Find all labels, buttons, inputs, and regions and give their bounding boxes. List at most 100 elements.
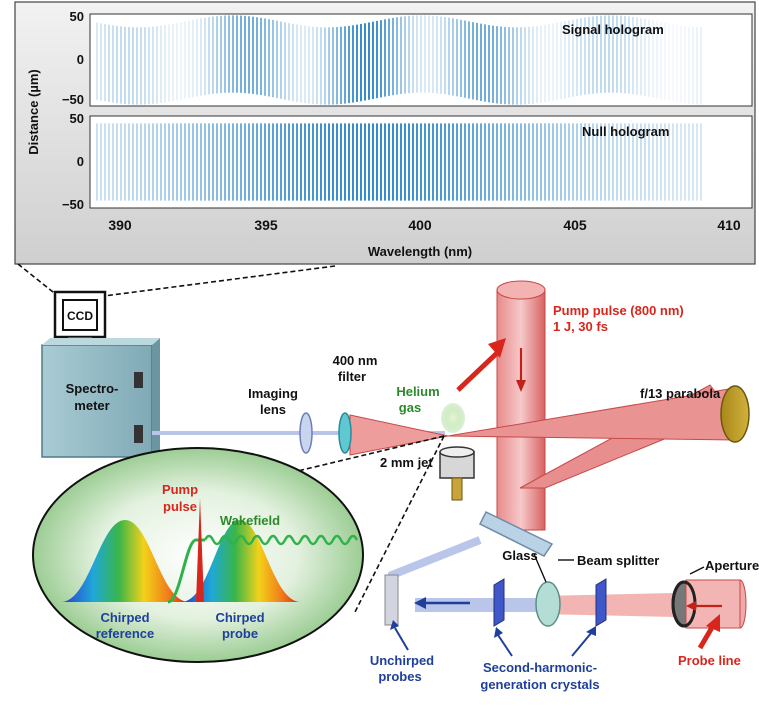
fringe-line [512,27,514,105]
fringe-line [376,123,378,201]
fringe-line [632,16,634,95]
fringe-line [648,19,650,97]
fringe-line [688,26,690,104]
fringe-line [276,20,278,99]
shg-label-1: Second-harmonic- [483,660,597,675]
fringe-line [400,16,402,95]
probe-line-label: Probe line [678,653,741,668]
x-axis-label: Wavelength (nm) [368,244,472,259]
fringe-line [164,123,166,201]
fringe-line [504,26,506,105]
fringe-line [528,123,530,201]
fringe-line [256,123,258,201]
fringe-line [104,123,106,201]
fringe-line [556,123,558,201]
fringe-line [440,123,442,201]
fringe-line [352,123,354,201]
fringe-line [392,17,394,96]
signal-y-tick-top: 50 [70,9,84,24]
fringe-line [600,15,602,93]
aperture-pointer [689,566,705,575]
fringe-line [636,17,638,95]
fringe-line [408,15,410,94]
signal-hologram-plot: Signal hologram 50 0 −50 [62,9,753,107]
inset-probe-label-1: Chirped [215,610,264,625]
fringe-line [532,26,534,104]
fringe-line [284,22,286,100]
fringe-line [656,123,658,201]
fringe-line [224,15,226,93]
fringe-line [272,19,274,98]
fringe-line [488,25,490,103]
fringe-line [384,19,386,97]
fringe-line [368,22,370,100]
fringe-line [232,123,234,201]
fringe-line [96,123,98,201]
x-tick-405: 405 [563,217,587,233]
fringe-line [564,123,566,201]
fringe-line [124,26,126,105]
inset-ref-label-1: Chirped [100,610,149,625]
fringe-line [372,21,374,99]
inset-pump-label-2: pulse [163,499,197,514]
shg-arrow-left [494,627,513,657]
fringe-line [388,18,390,96]
fringe-line [692,26,694,105]
fringe-line [344,26,346,104]
fringe-line [660,123,662,201]
fringe-line [424,15,426,93]
fringe-line [248,123,250,201]
fringe-line [360,23,362,102]
fringe-line [148,26,150,105]
fringe-line [688,123,690,201]
fringe-line [508,27,510,105]
fringe-line [440,16,442,94]
helium-gas-label-2: gas [399,400,421,415]
probe-return-beam [384,536,482,626]
fringe-line [244,123,246,201]
fringe-line [288,123,290,201]
pump-beam-focusing [349,414,449,456]
fringe-line [696,123,698,201]
fringe-line [552,23,554,101]
fringe-line [672,123,674,201]
imaging-lens-label-2: lens [260,402,286,417]
fringe-line [240,123,242,201]
fringe-line [268,123,270,201]
fringe-line [544,123,546,201]
glass-pointer [533,553,547,583]
fringe-line [644,18,646,97]
parabola-mirror [720,385,750,443]
unchirped-label-2: probes [378,669,421,684]
fringe-line [260,17,262,96]
filter-400nm [338,412,352,454]
fringe-line [632,123,634,201]
inset-probe-label-2: probe [222,626,258,641]
fringe-line [476,123,478,201]
x-tick-400: 400 [408,217,432,233]
fringe-line [296,24,298,102]
fringe-line [272,123,274,201]
fringe-line [236,15,238,93]
fringe-line [260,123,262,201]
fringe-line [468,123,470,201]
fringe-line [116,123,118,201]
fringe-line [144,27,146,105]
fringe-line [676,123,678,201]
fringe-line [360,123,362,201]
fringe-line [208,17,210,95]
null-hologram-plot: Null hologram 50 0 −50 [62,111,753,212]
chirped-probe-spectrum [182,520,300,602]
fringe-line [396,17,398,95]
shg-crystal-2 [595,578,607,627]
fringe-line [100,123,102,201]
fringe-line [136,27,138,105]
fringe-line [300,25,302,103]
fringe-line [120,123,122,201]
fringe-line [160,25,162,104]
fringe-line [264,18,266,96]
fringe-line [312,123,314,201]
fringe-line [184,123,186,201]
fringe-line [576,123,578,201]
inset-wakefield-label: Wakefield [220,513,280,528]
